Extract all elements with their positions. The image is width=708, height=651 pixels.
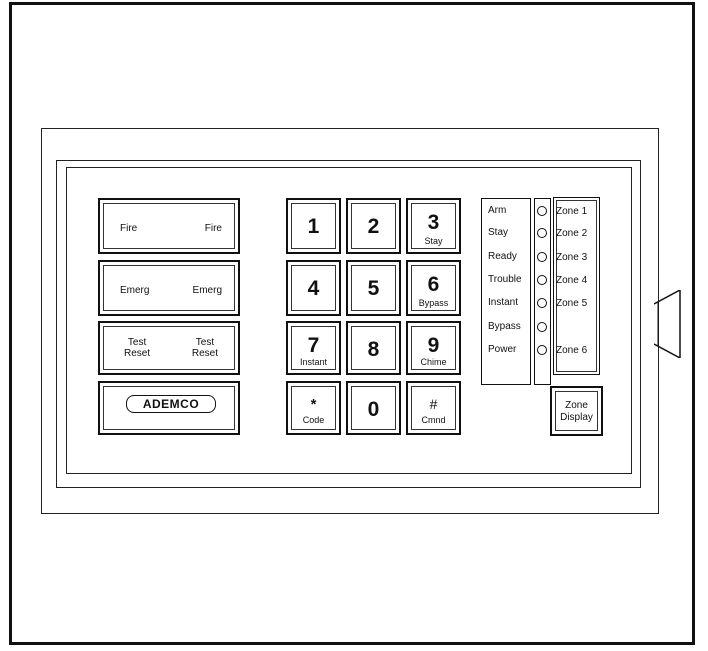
status-panel [481,198,531,385]
key-0[interactable]: 0 [346,381,401,435]
emerg-left-label: Emerg [120,285,150,296]
emerg-right-label: Emerg [192,285,222,296]
key-sublabel: Code [302,415,325,425]
brand-panel: ADEMCO [98,381,240,435]
test-right-line1: Test [195,337,215,348]
key-number: 5 [367,277,380,300]
led-icon [537,252,547,262]
led-icon [537,298,547,308]
key-number: 6 [427,273,440,296]
key-sublabel: Cmnd [421,415,446,425]
zone-panel [553,197,600,375]
key-number: 4 [307,277,320,300]
fire-right-label: Fire [204,223,222,234]
status-stay: Stay [488,227,509,238]
led-column [534,198,551,385]
status-instant: Instant [488,297,519,308]
key-5[interactable]: 5 [346,260,401,316]
key-7-instant[interactable]: 7 Instant [286,321,341,375]
zone-2-label: Zone 2 [556,228,588,239]
key-star-code[interactable]: * Code [286,381,341,435]
key-number: 8 [367,338,380,361]
zone-6-label: Zone 6 [556,345,588,356]
key-sublabel: Bypass [418,298,449,308]
key-hash-cmnd[interactable]: # Cmnd [406,381,461,435]
key-3-stay[interactable]: 3 Stay [406,198,461,254]
keypad-face [66,167,632,474]
hinge-icon [654,290,681,358]
fire-button[interactable]: Fire Fire [98,198,240,254]
key-1[interactable]: 1 [286,198,341,254]
zone-3-label: Zone 3 [556,252,588,263]
outer-frame [9,2,695,645]
zone-display-button[interactable]: Zone Display [550,386,603,436]
led-icon [537,345,547,355]
fire-left-label: Fire [120,223,138,234]
keypad-plate [56,160,641,488]
key-sublabel: Chime [420,357,447,367]
key-number: 9 [427,334,440,357]
zone-1-label: Zone 1 [556,206,588,217]
key-sublabel: Stay [424,236,443,246]
key-2[interactable]: 2 [346,198,401,254]
emergency-button[interactable]: Emerg Emerg [98,260,240,316]
key-9-chime[interactable]: 9 Chime [406,321,461,375]
zone-display-line1: Zone [565,400,588,411]
test-reset-right-label: Test Reset [192,337,218,359]
led-icon [537,322,547,332]
status-bypass: Bypass [488,321,521,332]
ademco-logo: ADEMCO [126,395,216,413]
key-number: # [429,396,438,412]
status-trouble: Trouble [488,274,522,285]
key-6-bypass[interactable]: 6 Bypass [406,260,461,316]
zone-display-label: Zone Display [552,400,601,424]
test-left-line1: Test [127,337,147,348]
led-icon [537,206,547,216]
status-ready: Ready [488,251,517,262]
led-icon [537,228,547,238]
key-number: 0 [367,398,380,421]
key-number: 3 [427,211,440,234]
key-number: 1 [307,215,320,238]
zone-display-line2: Display [560,412,593,423]
key-8[interactable]: 8 [346,321,401,375]
zone-5-label: Zone 5 [556,298,588,309]
status-arm: Arm [488,205,507,216]
zone-4-label: Zone 4 [556,275,588,286]
test-reset-button[interactable]: Test Reset Test Reset [98,321,240,375]
key-number: * [310,396,317,413]
key-number: 2 [367,215,380,238]
reset-left-line2: Reset [124,348,151,359]
key-4[interactable]: 4 [286,260,341,316]
test-reset-left-label: Test Reset [124,337,150,359]
status-power: Power [488,344,517,355]
led-icon [537,275,547,285]
key-sublabel: Instant [299,357,328,367]
key-number: 7 [307,334,320,357]
reset-right-line2: Reset [191,348,218,359]
